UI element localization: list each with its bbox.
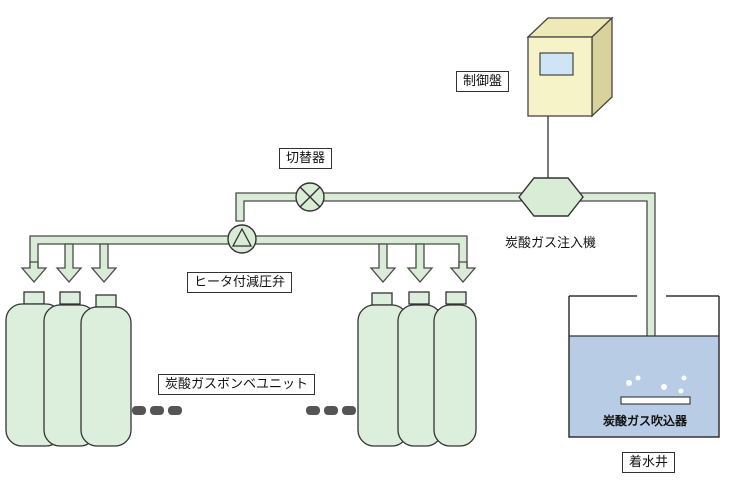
diffuser-plate bbox=[620, 396, 691, 405]
bubbles bbox=[626, 375, 687, 394]
cylinder-unit-label: 炭酸ガスボンベユニット bbox=[158, 374, 316, 395]
switcher-valve bbox=[295, 182, 325, 212]
control-panel-label: 制御盤 bbox=[456, 71, 510, 92]
more-cylinders-dots bbox=[132, 406, 356, 415]
well-tank bbox=[568, 295, 720, 438]
diffuser-label: 炭酸ガス吹込器 bbox=[603, 414, 688, 428]
control-panel-screen bbox=[539, 52, 574, 76]
cylinders-right bbox=[357, 291, 477, 447]
injector-label: 炭酸ガス注入機 bbox=[505, 236, 597, 251]
injector-unit bbox=[518, 177, 584, 217]
switcher-label: 切替器 bbox=[279, 148, 333, 169]
control-panel-box bbox=[526, 16, 614, 118]
cylinders-left bbox=[5, 291, 132, 447]
pressure-reducer-valve bbox=[227, 224, 257, 254]
branch-arrows bbox=[20, 243, 665, 396]
well-label: 着水井 bbox=[622, 452, 676, 473]
reducer-label: ヒータ付減圧弁 bbox=[187, 272, 293, 293]
